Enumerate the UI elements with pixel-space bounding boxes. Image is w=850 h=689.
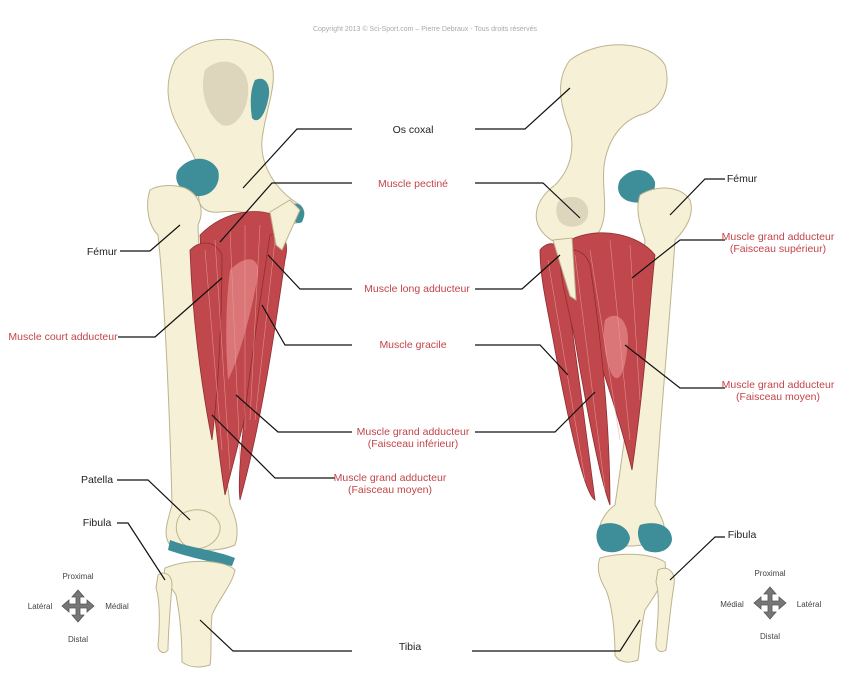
label-faisceau-inferieur: (Faisceau inférieur) (368, 438, 458, 450)
leader-lines (117, 87, 725, 652)
label-patella: Patella (81, 474, 113, 486)
label-long-adducteur: Muscle long adducteur (364, 283, 470, 295)
os-coxal-right (535, 44, 668, 247)
label-faisceau-moyen-right: (Faisceau moyen) (736, 391, 820, 403)
compass-proximal: Proximal (62, 572, 93, 581)
label-grand-adducteur-superieur: Muscle grand adducteur (722, 231, 835, 243)
posterior-view (535, 44, 692, 663)
four-way-arrow-icon (61, 589, 95, 623)
tibia-left (163, 560, 236, 668)
label-gracile: Muscle gracile (379, 339, 446, 351)
label-fibula-right: Fibula (728, 529, 757, 541)
label-grand-adducteur-inferieur: Muscle grand adducteur (357, 426, 470, 438)
compass-medial: Médial (720, 600, 744, 609)
label-faisceau-superieur: (Faisceau supérieur) (730, 243, 826, 255)
label-fibula-left: Fibula (83, 517, 112, 529)
patella-left (175, 509, 221, 550)
compass-distal: Distal (760, 632, 780, 641)
compass-right: Proximal Médial Latéral Distal (720, 569, 821, 641)
label-grand-adducteur-moyen: Muscle grand adducteur (334, 472, 447, 484)
compass-lateral: Latéral (28, 602, 53, 611)
fibula-right (655, 567, 675, 653)
compass-lateral: Latéral (797, 600, 822, 609)
label-os-coxal: Os coxal (393, 124, 434, 136)
gracile-left (238, 233, 287, 501)
label-femur-left: Fémur (87, 246, 118, 258)
label-pectine: Muscle pectiné (378, 178, 448, 190)
tibia-right (597, 553, 666, 663)
fibula-left (155, 572, 173, 653)
label-faisceau-moyen: (Faisceau moyen) (348, 484, 432, 496)
label-grand-adducteur-moyen-right: Muscle grand adducteur (722, 379, 835, 391)
label-tibia: Tibia (399, 641, 422, 653)
copyright-text: Copyright 2013 © Sci-Sport.com – Pierre … (313, 25, 538, 33)
femur-left (147, 185, 238, 551)
anterior-view (147, 38, 305, 668)
label-court-adducteur: Muscle court adducteur (8, 331, 118, 343)
compass-left: Proximal Latéral Médial Distal (28, 572, 129, 644)
compass-proximal: Proximal (754, 569, 785, 578)
compass-distal: Distal (68, 635, 88, 644)
compass-medial: Médial (105, 602, 129, 611)
four-way-arrow-icon (753, 586, 787, 620)
label-femur-right: Fémur (727, 173, 758, 185)
labels: Os coxal Muscle pectiné Muscle long addu… (8, 124, 834, 653)
